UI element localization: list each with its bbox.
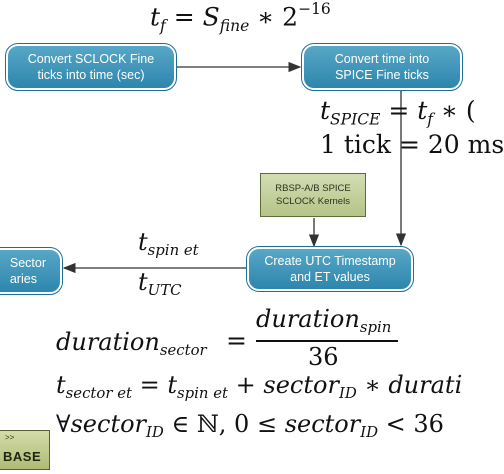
box-create-utc-timestamp: Create UTC Timestamp and ET values [246, 246, 414, 292]
label-t-spin-et: tspin et [138, 228, 199, 260]
box-database: >> BASE [0, 430, 50, 470]
box-sector-boundaries: Sector aries [0, 247, 63, 295]
equation-sector-duration-numerator: durationspin [256, 305, 392, 337]
equation-sector-duration-eq: = [226, 326, 247, 355]
equation-tick-duration: 1 tick = 20 ms [320, 130, 504, 159]
equation-spice-time: tSPICE = tf ∗ ( [320, 96, 476, 129]
box-convert-spice-ticks: Convert time into SPICE Fine ticks [301, 43, 463, 91]
box-convert-sclock-fine: Convert SCLOCK Fine ticks into time (sec… [5, 43, 177, 91]
database-arrow-label: >> [5, 433, 15, 442]
equation-sector-et: tsector et = tspin et + sectorID ∗ durat… [56, 371, 463, 403]
flow-arrows [62, 61, 407, 274]
equation-sector-duration: durationsector [56, 328, 207, 360]
box-sclock-kernels: RBSP-A/B SPICE SCLOCK Kernels [260, 173, 366, 217]
equation-sector-id-range: ∀sectorID ∈ ℕ, 0 ≤ sectorID < 36 [56, 410, 444, 442]
label-t-utc: tUTC [138, 268, 182, 300]
database-label: BASE [3, 449, 42, 464]
equation-sector-duration-denominator: 36 [308, 343, 339, 371]
equation-fine-time: tf = Sfine ∗ 2−16 [150, 0, 331, 36]
fraction-bar [256, 340, 398, 342]
